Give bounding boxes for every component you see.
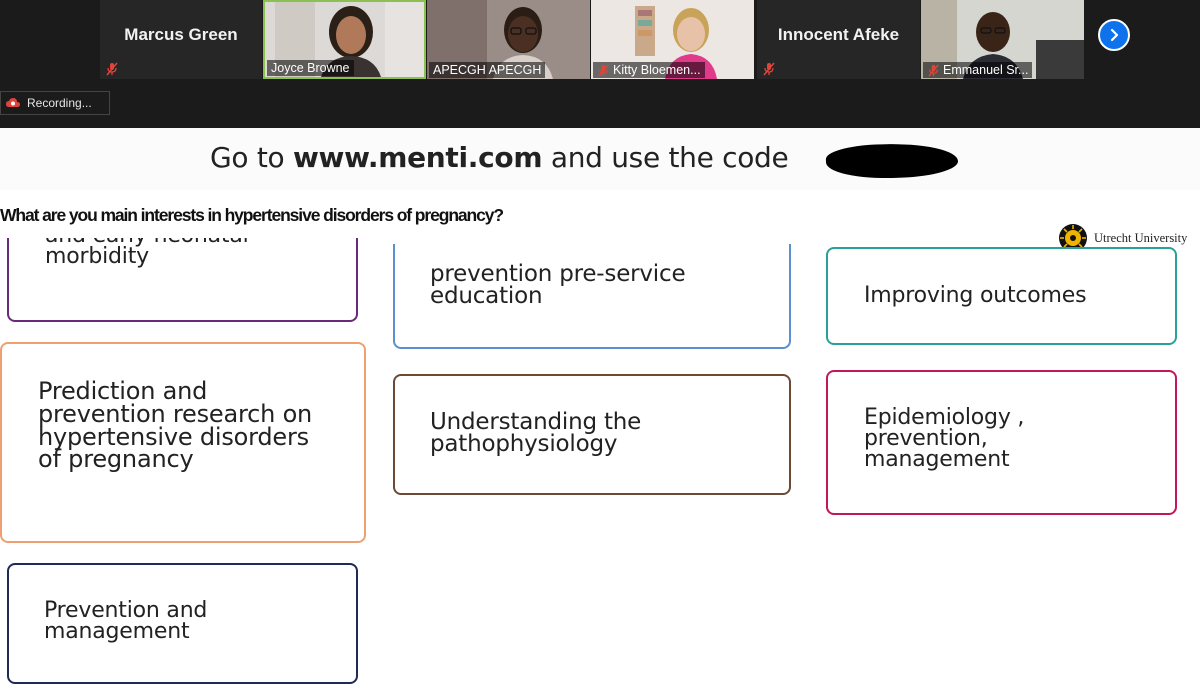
response-text: and early neonatal morbidity [45, 238, 249, 269]
participant-tile-emmanuel[interactable]: Emmanuel Sr... [921, 0, 1084, 79]
participant-label: Joyce Browne [267, 60, 354, 76]
menti-instruction: Go to www.menti.com and use the code [210, 141, 789, 174]
participant-label: APECGH APECGH [429, 62, 546, 78]
shared-screen-slide: Go to www.menti.com and use the code Wha… [0, 128, 1200, 692]
chevron-right-icon [1110, 28, 1119, 42]
muted-mic-icon [106, 62, 118, 76]
participant-label: Emmanuel Sr... [923, 62, 1033, 78]
muted-mic-icon [928, 63, 939, 77]
recording-label: Recording... [27, 96, 92, 110]
next-participants-button[interactable] [1098, 19, 1130, 51]
response-text: Epidemiology , prevention, management [864, 405, 1025, 472]
response-card: Understanding the pathophysiology [393, 374, 791, 495]
participant-tile-apecgh[interactable]: APECGH APECGH [427, 0, 590, 79]
response-card: Prevention and management [7, 563, 358, 684]
response-text: Prediction and prevention research on hy… [38, 377, 313, 474]
sun-seal-icon [1059, 224, 1087, 252]
redacted-code [825, 141, 959, 181]
zoom-participant-strip: Marcus Green Joyce Browne [0, 0, 1200, 128]
participant-tile-marcus-green[interactable]: Marcus Green [100, 0, 262, 79]
participant-tile-joyce-browne[interactable]: Joyce Browne [263, 0, 426, 79]
response-card: Prediction and prevention research on hy… [0, 342, 366, 543]
participant-tile-kitty-bloemen[interactable]: Kitty Bloemen... [591, 0, 754, 79]
muted-mic-icon [598, 63, 609, 77]
response-card: and early neonatal morbidity [7, 238, 358, 322]
participant-name: Marcus Green [124, 25, 238, 44]
response-text: Improving outcomes [864, 283, 1087, 308]
cloud-recording-icon [6, 98, 20, 107]
participant-name: Innocent Afeke [777, 25, 900, 44]
participant-tile-innocent-afeke[interactable]: Innocent Afeke [757, 0, 920, 79]
response-text: Understanding the pathophysiology [430, 409, 642, 457]
menti-banner: Go to www.menti.com and use the code [0, 128, 1200, 190]
participant-label: Kitty Bloemen... [593, 62, 705, 78]
response-text: prevention pre-service education [430, 261, 686, 309]
response-card: Epidemiology , prevention, management [826, 370, 1177, 515]
menti-url: www.menti.com [292, 141, 543, 174]
response-card: prevention pre-service education [393, 244, 791, 349]
utrecht-university-logo: Utrecht University [1058, 223, 1187, 253]
response-text: Prevention and management [44, 598, 208, 644]
recording-indicator[interactable]: Recording... [0, 91, 110, 115]
response-card: Improving outcomes [826, 247, 1177, 345]
poll-question: What are you main interests in hypertens… [0, 205, 504, 225]
muted-mic-icon [763, 62, 775, 76]
